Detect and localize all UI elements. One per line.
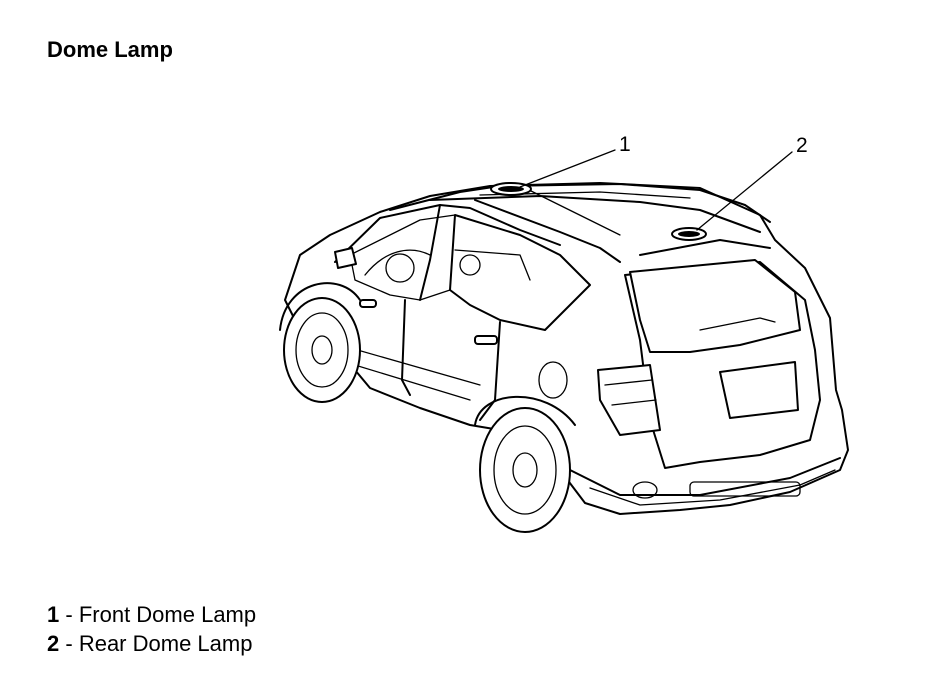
legend-number: 2 xyxy=(47,631,60,656)
legend-item: 1 - Front Dome Lamp xyxy=(47,600,256,629)
callout-2-leader xyxy=(696,151,793,231)
legend-label: Rear Dome Lamp xyxy=(78,631,253,656)
legend-label: Front Dome Lamp xyxy=(78,602,257,627)
legend-separator: - xyxy=(65,631,73,656)
legend-item: 2 - Rear Dome Lamp xyxy=(47,629,256,658)
vehicle-illustration xyxy=(279,182,849,533)
callout-1-leader xyxy=(519,149,616,188)
legend: 1 - Front Dome Lamp 2 - Rear Dome Lamp xyxy=(47,600,256,658)
legend-separator: - xyxy=(65,602,73,627)
rear-dome-lamp xyxy=(671,227,707,241)
page-title: Dome Lamp xyxy=(47,37,173,62)
legend-number: 1 xyxy=(47,602,60,627)
callout-2-number: 2 xyxy=(796,134,808,157)
callout-1-number: 1 xyxy=(619,133,631,156)
